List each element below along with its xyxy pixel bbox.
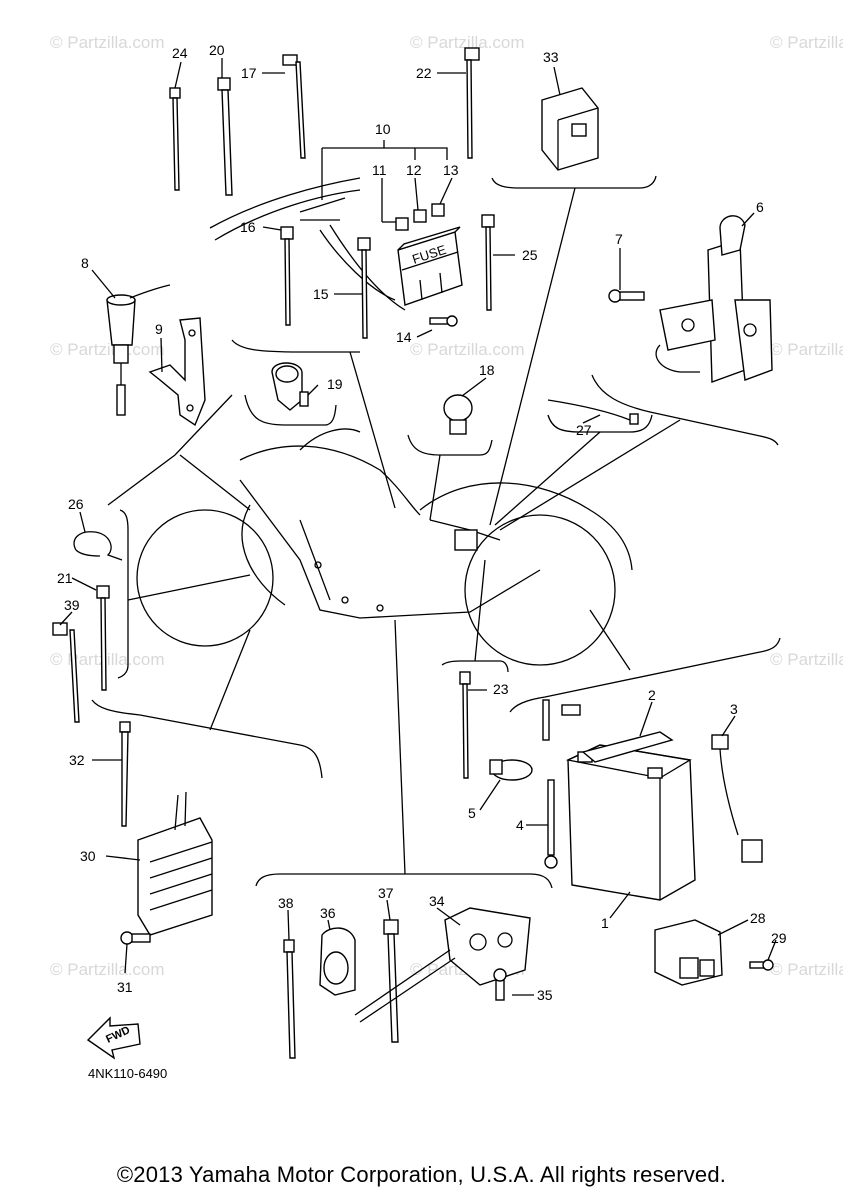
part-9-bracket[interactable] <box>148 317 206 427</box>
callout-16: 16 <box>240 219 256 235</box>
part-6-main-switch[interactable] <box>655 215 773 383</box>
callout-18: 18 <box>479 362 495 378</box>
callout-4: 4 <box>516 817 524 833</box>
callout-3: 3 <box>730 701 738 717</box>
callout-10: 10 <box>375 121 391 137</box>
callout-2: 2 <box>648 687 656 703</box>
callout-39: 39 <box>64 597 80 613</box>
fuses[interactable] <box>395 203 445 231</box>
cable-ties[interactable] <box>52 47 495 1059</box>
watermark: © Partzilla.com <box>770 650 843 669</box>
callout-7: 7 <box>615 231 623 247</box>
callout-15: 15 <box>313 286 329 302</box>
callout-36: 36 <box>320 905 336 921</box>
part-1-battery[interactable] <box>565 744 696 901</box>
watermark: © Partzilla.com <box>410 33 525 52</box>
callout-13: 13 <box>443 162 459 178</box>
part-31-bolt[interactable] <box>120 931 151 945</box>
callout-25: 25 <box>522 247 538 263</box>
part-14-bolt[interactable] <box>429 315 458 327</box>
callout-21: 21 <box>57 570 73 586</box>
callout-labels: 1 2 3 4 5 6 7 8 9 10 11 12 13 14 15 16 1… <box>57 42 787 1003</box>
part-27-band[interactable] <box>547 399 639 425</box>
part-2-band[interactable] <box>581 731 674 763</box>
part-19-clamp[interactable] <box>271 362 309 411</box>
watermark: © Partzilla.com <box>50 960 165 979</box>
part-5-clamp[interactable] <box>489 759 533 781</box>
motorcycle-outline <box>136 428 633 666</box>
part-15-fuse-box[interactable]: FUSE <box>397 226 463 306</box>
watermark: © Partzilla.com <box>410 340 525 359</box>
callout-37: 37 <box>378 885 394 901</box>
callout-31: 31 <box>117 979 133 995</box>
part-29-bolt[interactable] <box>749 959 774 971</box>
part-26-clip[interactable] <box>73 531 123 561</box>
figure-code: 4NK110-6490 <box>88 1066 167 1081</box>
callout-12: 12 <box>406 162 422 178</box>
callout-30: 30 <box>80 848 96 864</box>
watermark: © Partzilla.com <box>50 33 165 52</box>
part-36-clamp[interactable] <box>319 927 356 996</box>
part-28-starter-relay[interactable] <box>654 919 723 986</box>
callout-9: 9 <box>155 321 163 337</box>
part-18-clip[interactable] <box>443 394 473 435</box>
leader-lines <box>59 58 777 996</box>
part-34-sensor[interactable] <box>354 907 531 1023</box>
part-35-bolt[interactable] <box>493 968 507 1001</box>
callout-20: 20 <box>209 42 225 58</box>
callout-6: 6 <box>756 199 764 215</box>
part-30-rectifier[interactable] <box>137 791 213 936</box>
callout-19: 19 <box>327 376 343 392</box>
callout-22: 22 <box>416 65 432 81</box>
callout-26: 26 <box>68 496 84 512</box>
callout-1: 1 <box>601 915 609 931</box>
callout-35: 35 <box>537 987 553 1003</box>
callout-17: 17 <box>241 65 257 81</box>
watermark: © Partzilla.com <box>770 960 843 979</box>
callout-32: 32 <box>69 752 85 768</box>
callout-5: 5 <box>468 805 476 821</box>
watermark: © Partzilla.com <box>50 340 165 359</box>
callout-11: 11 <box>372 162 387 178</box>
fwd-arrow-icon: FWD <box>86 1016 141 1060</box>
part-33-relay[interactable] <box>541 87 599 171</box>
copyright-notice: ©2013 Yamaha Motor Corporation, U.S.A. A… <box>116 1162 727 1187</box>
callout-33: 33 <box>543 49 559 65</box>
callout-34: 34 <box>429 893 445 909</box>
watermark: © Partzilla.com <box>770 340 843 359</box>
part-3-lead[interactable] <box>711 734 763 863</box>
watermark: © Partzilla.com <box>50 650 165 669</box>
callout-27: 27 <box>576 422 592 438</box>
callout-8: 8 <box>81 255 89 271</box>
callout-23: 23 <box>493 681 509 697</box>
part-7-bolt[interactable] <box>608 289 645 303</box>
callout-29: 29 <box>771 930 787 946</box>
group-brackets <box>91 175 781 889</box>
watermark: © Partzilla.com <box>770 33 843 52</box>
wire-harness[interactable] <box>209 177 406 311</box>
callout-38: 38 <box>278 895 294 911</box>
callout-24: 24 <box>172 45 188 61</box>
part-4-lead[interactable] <box>542 699 581 869</box>
callout-28: 28 <box>750 910 766 926</box>
callout-14: 14 <box>396 329 412 345</box>
